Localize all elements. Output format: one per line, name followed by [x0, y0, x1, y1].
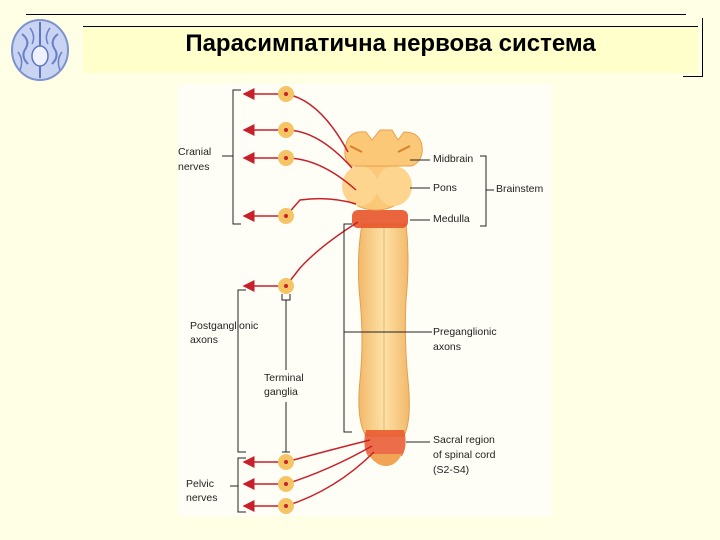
label-spinal-cord: of spinal cord	[433, 449, 496, 461]
label-pons: Pons	[433, 182, 457, 194]
label-cranial: Cranial	[178, 146, 212, 158]
bracket-cranial	[222, 89, 241, 225]
label-s2-s4: (S2-S4)	[433, 464, 470, 476]
bracket-terminal	[281, 294, 291, 453]
label-sacral-region: Sacral region	[433, 434, 495, 446]
label-terminal: Terminal	[264, 372, 304, 384]
brain-icon	[11, 19, 69, 81]
label-postganglionic-axons: axons	[190, 334, 219, 346]
pelvic-ganglia	[278, 454, 294, 514]
bracket-pelvic	[230, 457, 246, 513]
bracket-postganglionic	[237, 289, 246, 453]
sacral-region	[364, 430, 406, 456]
label-cranial-nerves: nerves	[178, 161, 210, 173]
label-pelvic: Pelvic	[186, 478, 215, 490]
brainstem-leaders	[406, 155, 494, 443]
label-preganglionic: Preganglionic	[433, 326, 497, 338]
cranial-ganglia	[278, 86, 294, 294]
label-brainstem: Brainstem	[496, 183, 544, 195]
page-title: Парасимпатична нервова система	[185, 30, 596, 57]
pelvic-nerves	[242, 439, 375, 512]
label-medulla: Medulla	[433, 213, 470, 225]
medulla-shape	[352, 210, 408, 228]
title-bar	[83, 26, 698, 73]
pons-right	[376, 166, 412, 206]
cord-tip	[368, 454, 402, 466]
label-preganglionic-axons: axons	[433, 341, 462, 353]
cranial-nerves	[242, 88, 359, 292]
frame-line-corner-v	[702, 18, 703, 77]
frame-line-top	[26, 14, 686, 15]
frame-line-corner-h	[683, 76, 703, 77]
label-postganglionic: Postganglionic	[190, 320, 259, 332]
label-terminal-ganglia: ganglia	[264, 386, 298, 398]
label-midbrain: Midbrain	[433, 153, 474, 165]
pons-left	[342, 166, 378, 206]
label-pelvic-nerves: nerves	[186, 492, 218, 504]
bracket-preganglionic	[343, 223, 432, 433]
midbrain-shape	[344, 129, 423, 167]
